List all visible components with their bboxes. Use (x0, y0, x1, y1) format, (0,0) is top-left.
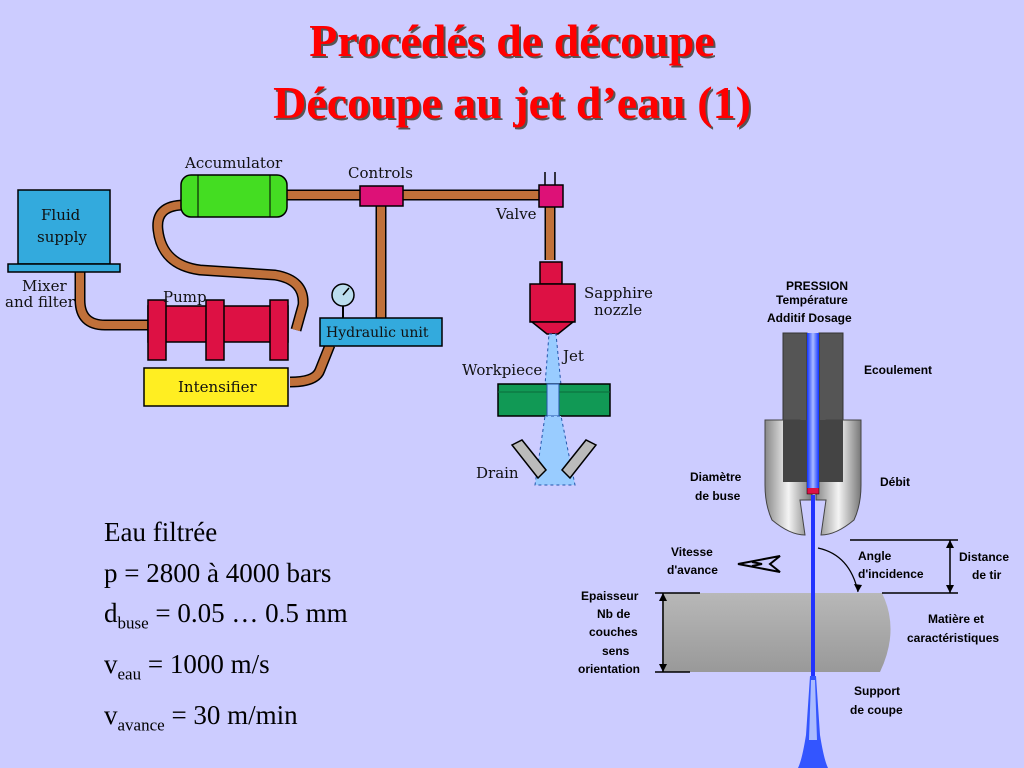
waterjet-system-schematic: Accumulator Controls Fluid supply Mixer … (5, 154, 653, 486)
param-feed-speed: vavance = 30 m/min (104, 699, 298, 735)
label-mixer-1: Mixer (22, 277, 67, 295)
label-distance-1: Distance (959, 550, 1009, 564)
label-support-1: Support (854, 684, 900, 698)
fluid-supply-base (7, 263, 121, 273)
param-pressure: p = 2800 à 4000 bars (104, 557, 332, 588)
nozzle-cross-section: PRESSION Température Additif Dosage Ecou… (578, 279, 1009, 768)
intensifier (143, 367, 289, 407)
water-jet (544, 333, 562, 386)
label-additif: Additif Dosage (767, 311, 852, 325)
label-valve: Valve (495, 205, 537, 223)
label-workpiece: Workpiece (462, 361, 542, 379)
label-fluid-2: supply (37, 228, 87, 246)
param-nozzle-diameter: dbuse = 0.05 … 0.5 mm (104, 598, 348, 633)
label-mixer-2: and filter (5, 293, 76, 311)
label-fluid-1: Fluid (41, 206, 81, 224)
label-hydraulic-unit: Hydraulic unit (326, 325, 429, 341)
label-accumulator: Accumulator (184, 154, 283, 172)
label-sens: sens (602, 644, 630, 658)
jet-inside-nozzle (807, 333, 819, 488)
parameters-list: Eau filtrée p = 2800 à 4000 bars dbuse =… (104, 512, 348, 746)
param-water-speed: veau = 1000 m/s (104, 648, 270, 684)
label-angle-2: d'incidence (858, 567, 924, 581)
label-matiere-1: Matière et (928, 612, 984, 626)
label-sapphire-2: nozzle (594, 301, 642, 319)
label-orientation: orientation (578, 662, 640, 676)
label-pump: Pump (163, 288, 207, 306)
label-pression: PRESSION (786, 279, 848, 293)
title-line-1: Procédés de découpe (309, 15, 715, 66)
label-diametre-1: Diamètre (690, 470, 742, 484)
jet-stream (811, 495, 815, 595)
sapphire-nozzle (529, 261, 576, 335)
label-controls: Controls (348, 164, 413, 182)
label-sapphire-1: Sapphire (584, 284, 653, 302)
label-vitesse-2: d'avance (667, 563, 718, 577)
title-line-2: Découpe au jet d’eau (1) (273, 77, 751, 128)
label-intensifier: Intensifier (178, 378, 258, 396)
material-block (662, 593, 891, 672)
hydraulic-unit (319, 317, 443, 347)
label-drain: Drain (476, 464, 519, 482)
label-distance-2: de tir (972, 568, 1002, 582)
label-debit: Débit (880, 475, 910, 489)
label-epaisseur: Epaisseur (581, 589, 639, 603)
label-diametre-2: de buse (695, 489, 741, 503)
label-matiere-2: caractéristiques (907, 631, 999, 645)
label-temperature: Température (776, 293, 848, 307)
label-jet: Jet (561, 347, 584, 365)
accumulator (180, 174, 288, 218)
label-couches: couches (589, 625, 638, 639)
feed-direction-arrow-icon (737, 555, 781, 573)
drain (510, 439, 598, 480)
label-vitesse-1: Vitesse (671, 545, 713, 559)
label-ecoulement: Ecoulement (864, 363, 932, 377)
label-support-2: de coupe (850, 703, 903, 717)
valve (538, 172, 564, 208)
label-angle-1: Angle (858, 549, 892, 563)
param-water: Eau filtrée (104, 517, 218, 547)
pump (147, 299, 289, 361)
label-nb-de: Nb de (597, 607, 631, 621)
controls-box (359, 185, 404, 207)
angle-arc (817, 547, 859, 593)
fluid-supply-tank (17, 189, 111, 265)
